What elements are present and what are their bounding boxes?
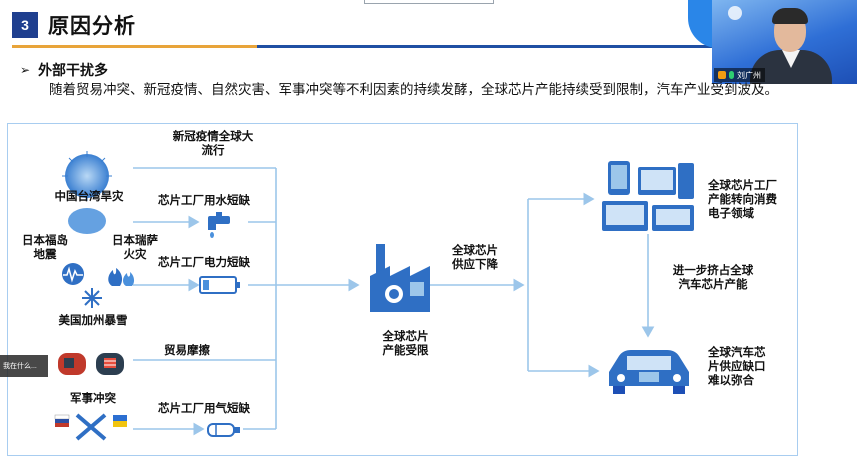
cause-effect-diagram: 中国台湾旱灾 日本福岛 地震 日本瑞萨 火灾 美国加州暴雪 军事冲突 <box>7 123 798 456</box>
devices-icon <box>602 161 694 231</box>
center-capacity-limited: 全球芯片 产能受限 <box>382 331 429 357</box>
effect-water: 芯片工厂用水短缺 <box>158 195 250 207</box>
cause-renesas: 日本瑞萨 火灾 <box>112 235 158 261</box>
effect-power: 芯片工厂电力短缺 <box>158 257 250 269</box>
meeting-logo-icon <box>728 6 742 20</box>
snowflake-icon <box>82 288 102 308</box>
subheading-row: ➢ 外部干扰多 <box>20 60 108 80</box>
effect-gas: 芯片工厂用气短缺 <box>158 403 250 415</box>
cause-california: 美国加州暴雪 <box>58 315 128 327</box>
microphone-icon[interactable] <box>729 71 734 79</box>
boxing-gloves-icon <box>58 353 124 375</box>
auto-supply-gap: 全球汽车芯 片供应缺口 难以弥合 <box>708 347 766 387</box>
diagram-graphics <box>133 167 655 436</box>
car-icon <box>609 350 689 394</box>
side-overlay-toast[interactable]: 我在什么... <box>0 355 48 377</box>
swords-icon <box>54 413 127 441</box>
cause-taiwan: 中国台湾旱灾 <box>54 191 124 203</box>
top-window-tab <box>364 0 494 4</box>
cause-fukushima: 日本福岛 地震 <box>22 235 68 261</box>
slide-title: 原因分析 <box>48 15 136 38</box>
fire-icon <box>108 268 135 286</box>
effect-trade: 贸易摩擦 <box>164 345 210 357</box>
factory-icon <box>370 244 430 312</box>
effect-pandemic: 新冠疫情全球大 流行 <box>172 131 254 157</box>
squeeze-auto-capacity: 进一步挤占全球 汽车芯片产能 <box>672 265 754 291</box>
video-feed[interactable]: 刘广州 <box>712 0 857 84</box>
globe-icon <box>68 208 106 234</box>
consumer-electronics-shift: 全球芯片工厂 产能转向消费 电子领域 <box>708 180 777 220</box>
mid-supply-decline: 全球芯片 供应下降 <box>452 245 498 271</box>
gas-cylinder-icon <box>207 423 240 437</box>
seismograph-icon <box>62 263 84 285</box>
participant-name: 刘广州 <box>737 70 761 80</box>
section-number: 3 <box>12 12 38 38</box>
presenter-hair <box>772 8 808 24</box>
title-divider <box>12 45 716 48</box>
subheading: 外部干扰多 <box>38 62 109 78</box>
bullet-arrow-icon: ➢ <box>20 63 31 77</box>
cause-military: 军事冲突 <box>70 393 116 405</box>
body-paragraph: 随着贸易冲突、新冠疫情、自然灾害、军事冲突等不利因素的持续发酵，全球芯片产能持续… <box>49 82 778 97</box>
battery-icon <box>199 276 240 294</box>
user-icon <box>718 71 726 79</box>
virus-icon <box>62 151 112 201</box>
participant-name-tag: 刘广州 <box>714 68 765 82</box>
faucet-icon <box>208 212 230 238</box>
